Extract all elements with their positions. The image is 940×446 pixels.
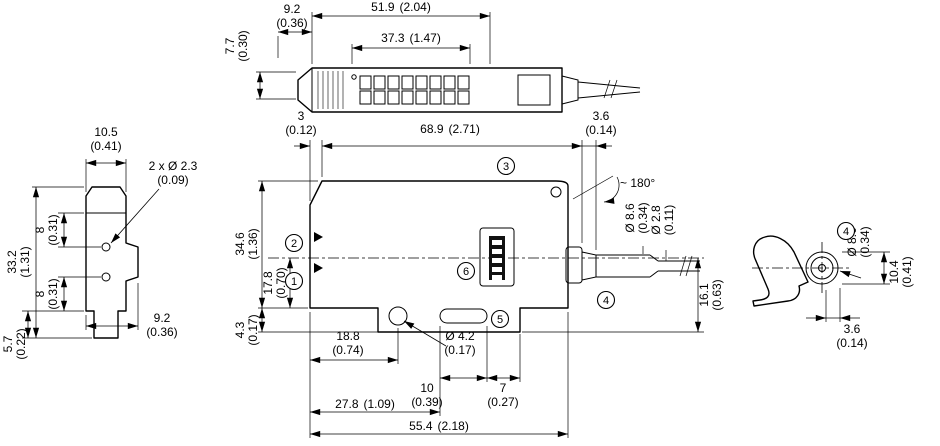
callout-4: 4 [596,290,616,310]
screw-icon [550,186,562,198]
dim-side-hole-top: 8(0.31) [33,214,60,245]
dim-side-holes: 2 x Ø 2.3(0.09) [149,159,198,187]
rail-slot [439,308,488,324]
svg-text:6: 6 [463,266,469,278]
top-cable [561,75,641,105]
callout-3: 3 [496,156,516,176]
dim-topview-display: 37.3(1.47) [381,31,441,45]
dim-span-27-8: 27.8(1.09) [335,397,395,411]
callout-4-detail: 4 [836,221,856,241]
setting-button [517,74,551,106]
dim-side-foot: 5.7(0.22) [1,328,28,359]
side-view: 10.5(0.41) 2 x Ø 2.3(0.09) 8(0.31) 33.2(… [1,125,198,360]
callout-6: 6 [456,261,476,281]
side-outline [85,186,139,339]
digit-display [359,75,470,105]
rail-hole [388,306,408,326]
callout-1: 1 [284,271,304,291]
dim-front-top-offset: 3(0.12) [285,109,316,137]
connector-view: Ø 8.6(0.34) 10.4(0.41) 3.6(0.14) 4 [752,221,914,350]
dim-side-height: 33.2(1.31) [5,246,32,277]
io-connector-block [479,227,515,287]
dim-front-height: 34.6(1.36) [233,228,260,259]
amplifier-front-outline [309,180,569,333]
cable-assembly [565,246,700,284]
connector-pin [818,264,826,272]
dim-side-hole-bottom: 8(0.31) [33,278,60,309]
dim-side-depth: 9.2(0.36) [146,311,177,339]
svg-text:1: 1 [291,276,297,288]
rotation-arrow [603,176,620,204]
rotation-label: ~ 180° [620,176,655,190]
dim-side-width: 10.5(0.41) [90,125,121,153]
callout-2: 2 [284,233,304,253]
dim-cable-axis-height: 16.1(0.63) [697,279,724,310]
svg-text:5: 5 [497,314,503,326]
callout-5: 5 [490,309,510,329]
dim-topview-length: 51.9(2.04) [371,0,431,14]
svg-text:3: 3 [503,161,509,173]
front-view: ~ 180° 3(0.12) 68.9(2.71) 3.6(0.14) Ø 8.… [233,109,724,438]
connector-face-inner [810,256,834,280]
optical-axis-mark-bottom [314,263,323,273]
dim-hole-dia: Ø 4.2(0.17) [444,329,475,357]
dim-connector-tip: 3.6(0.14) [836,322,867,350]
svg-text:2: 2 [291,238,297,250]
connector-boot-outline [752,235,809,307]
indicator-led-icon [351,74,357,80]
dim-cable-sheath: Ø 8.6(0.34) [623,202,650,233]
connector-face-outer [805,251,839,285]
dim-cable-core: Ø 2.8(0.11) [649,205,676,235]
clamp-hatch [317,71,344,109]
dim-topview-lever: 9.2(0.36) [276,2,307,30]
dim-slot-to-edge: 7(0.27) [487,381,518,409]
dim-base-length: 55.4(2.18) [409,419,469,433]
dim-front-connector-offset: 3.6(0.14) [585,109,616,137]
mounting-hole-top [101,242,111,252]
dim-front-overall: 68.9(2.71) [420,122,480,136]
top-view: 51.9(2.04) 37.3(1.47) 9.2(0.36) 7.7(0.30… [223,0,641,113]
svg-text:4: 4 [843,226,849,238]
dim-topview-height: 7.7(0.30) [223,30,250,61]
dim-hole-offset: 18.8(0.74) [332,329,363,357]
optical-axis-mark-top [314,232,323,242]
mounting-hole-bottom [101,272,111,282]
dim-front-axis-height: 17.8(0.70) [261,267,288,298]
dim-front-foot-depth: 4.3(0.17) [233,314,260,345]
dim-connector-height: 10.4(0.41) [887,256,914,287]
svg-text:4: 4 [603,295,609,307]
dim-slot-length: 10(0.39) [411,381,442,409]
